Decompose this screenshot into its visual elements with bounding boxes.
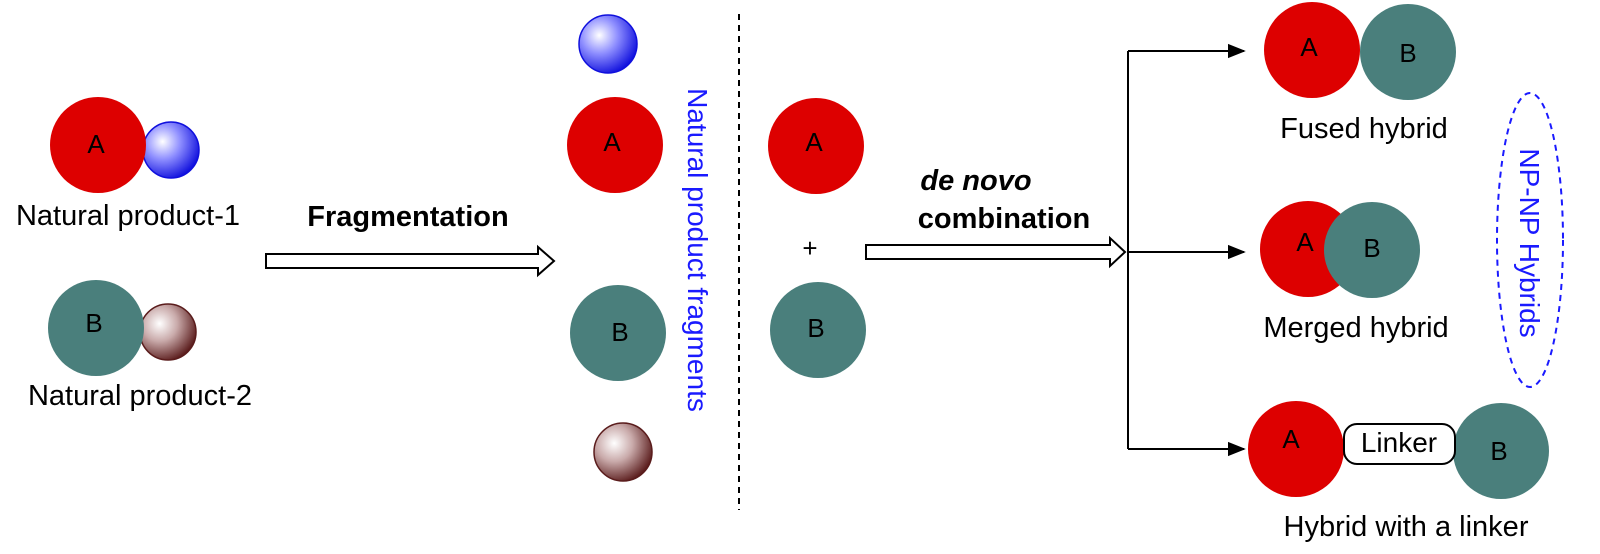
np1-blue-fragment xyxy=(142,121,200,179)
np-np-hybrids-label: NP-NP Hybrids xyxy=(1514,148,1545,337)
fragments-side-label: Natural product fragments xyxy=(682,88,713,412)
linked-a-letter: A xyxy=(1282,424,1300,454)
combination-inputs: A + B xyxy=(768,98,866,378)
fused-a-letter: A xyxy=(1300,32,1318,62)
fragment-b-circle xyxy=(570,285,666,381)
np2-core-letter: B xyxy=(85,308,102,338)
merged-hybrid: A B Merged hybrid xyxy=(1260,201,1449,344)
linker-label: Linker xyxy=(1361,427,1437,458)
fragmentation-label: Fragmentation xyxy=(307,201,508,233)
combination-arrow xyxy=(865,235,1127,269)
linked-a-circle xyxy=(1248,401,1344,497)
combo-plus: + xyxy=(802,233,817,263)
fragment-a-letter: A xyxy=(603,127,621,157)
fragment-brown-sphere xyxy=(593,422,653,482)
np-np-hybrids-ellipse xyxy=(1496,92,1564,388)
np2-core-circle xyxy=(48,280,144,376)
combo-b-circle xyxy=(770,282,866,378)
fragmentation-arrow xyxy=(265,244,556,278)
np2-brown-fragment xyxy=(139,303,197,361)
combo-b-letter: B xyxy=(807,313,824,343)
linked-b-circle xyxy=(1453,403,1549,499)
np-np-hybrids-group: NP-NP Hybrids xyxy=(1496,92,1564,388)
combo-a-letter: A xyxy=(805,127,823,157)
fused-a-circle xyxy=(1264,2,1360,98)
linked-hybrid: A Linker B Hybrid with a linker xyxy=(1248,401,1549,543)
np1-label: Natural product-1 xyxy=(16,200,240,232)
np1-core-letter: A xyxy=(87,129,105,159)
np2-label: Natural product-2 xyxy=(28,380,252,412)
fragment-a-circle xyxy=(567,97,663,193)
linked-b-letter: B xyxy=(1490,436,1507,466)
combination-label: combination xyxy=(918,203,1090,235)
fragment-blue-sphere xyxy=(578,14,638,74)
fused-hybrid-label: Fused hybrid xyxy=(1280,113,1448,145)
fused-b-letter: B xyxy=(1399,38,1416,68)
natural-product-1: A Natural product-1 xyxy=(16,97,240,232)
merged-hybrid-label: Merged hybrid xyxy=(1263,312,1448,344)
linker-box xyxy=(1343,423,1456,465)
merged-b-circle xyxy=(1324,202,1420,298)
fused-b-circle xyxy=(1360,4,1456,100)
linked-hybrid-label: Hybrid with a linker xyxy=(1284,511,1529,543)
np1-core-circle xyxy=(50,97,146,193)
natural-product-2: B Natural product-2 xyxy=(28,280,252,412)
merged-b-letter: B xyxy=(1363,233,1380,263)
merged-a-letter: A xyxy=(1296,227,1314,257)
de-novo-label: de novo xyxy=(920,165,1031,197)
fused-hybrid: A B Fused hybrid xyxy=(1264,2,1456,145)
fragments-column: A B Natural product fragments xyxy=(567,14,713,482)
fragment-b-letter: B xyxy=(611,317,628,347)
branch-arrows xyxy=(1127,43,1246,457)
combo-a-circle xyxy=(768,98,864,194)
